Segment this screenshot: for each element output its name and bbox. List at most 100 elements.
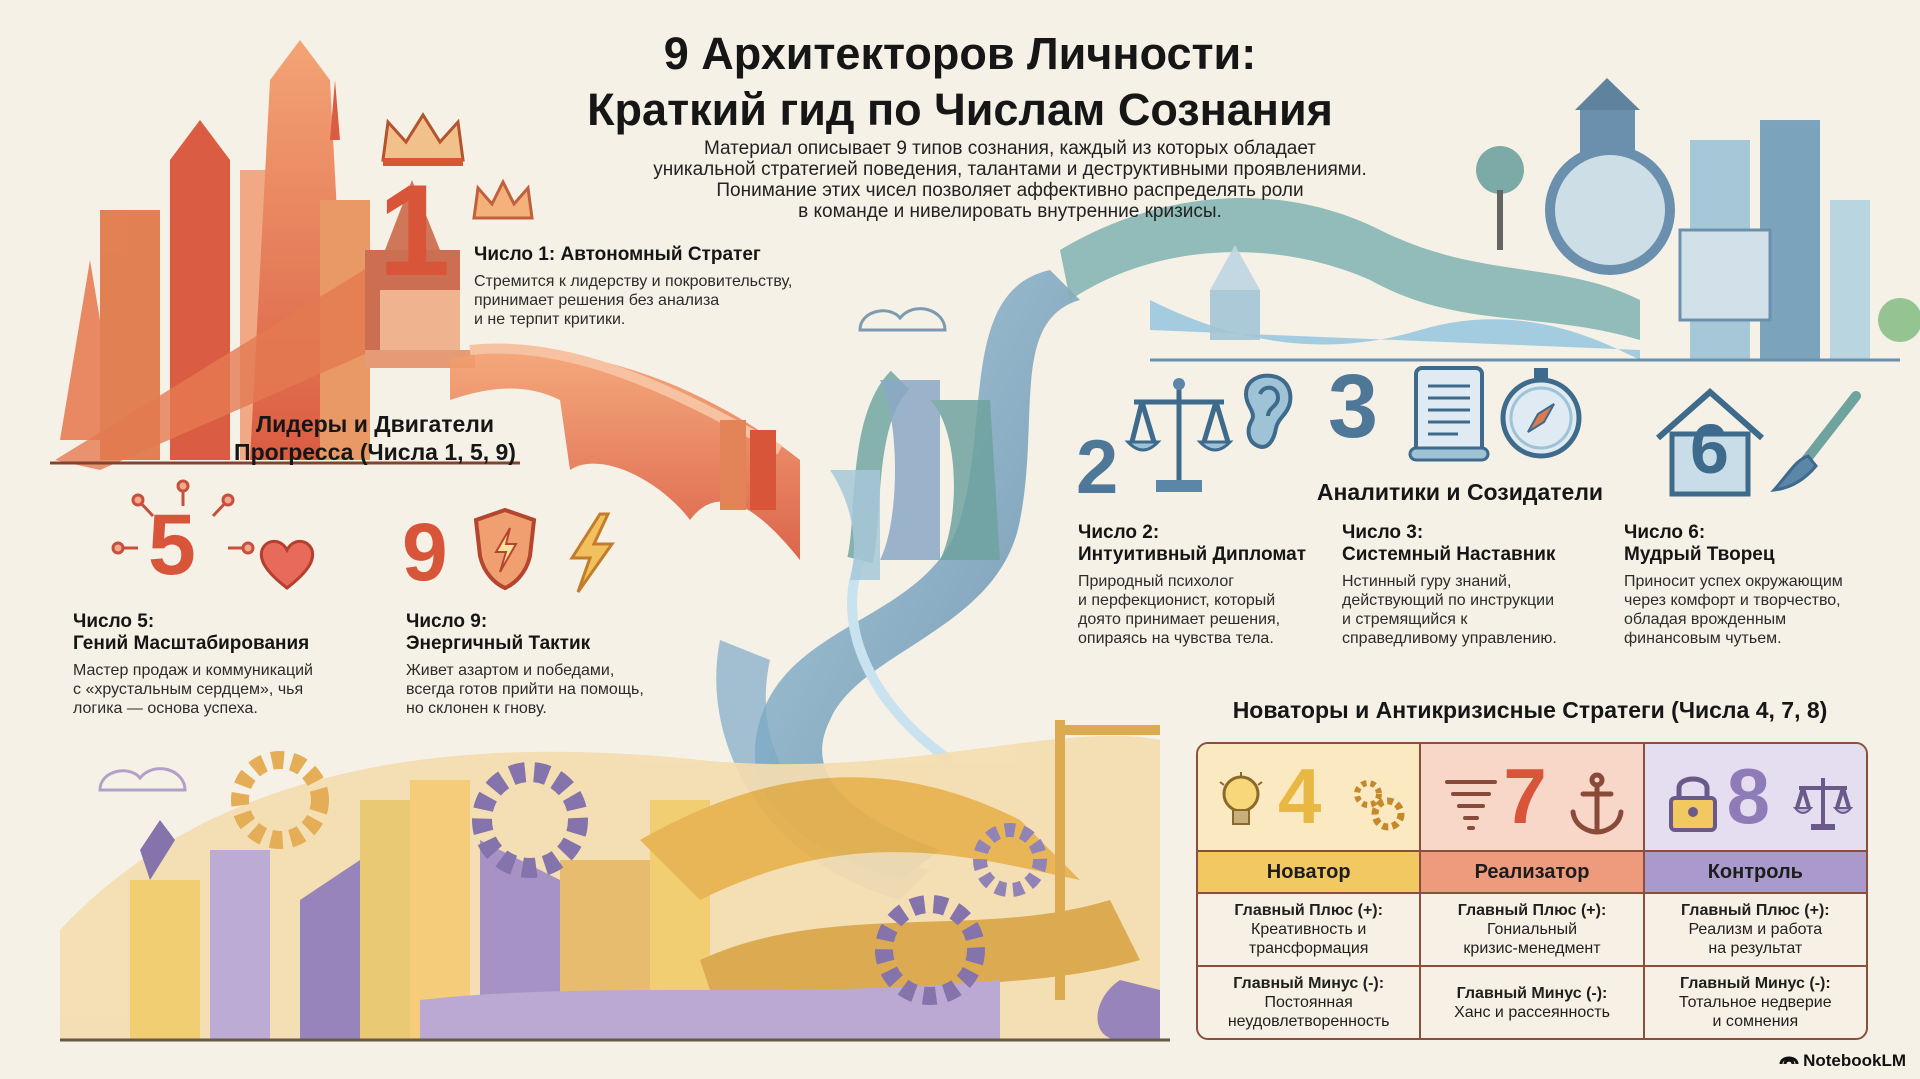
group-line: Лидеры и Двигатели [255,411,495,437]
intro-paragraph: Материал описывает 9 типов сознания, каж… [560,138,1460,222]
starburst-icon [108,478,258,603]
lightbulb-icon [1218,772,1264,839]
desc-line: действующий по инструкции [1342,592,1554,609]
number-9-heading: Число 9: [406,611,488,632]
anchor-icon [1567,772,1627,843]
desc-line: принимает решения без анализа [474,292,720,309]
crown-icon [470,178,536,233]
heart-icon [256,536,318,597]
desc-line: и не терпит критики. [474,311,626,328]
notebooklm-logo-icon [1779,1050,1799,1071]
number-3-card: Число 3: Системный Наставник Нстинный гу… [1342,522,1592,648]
intro-line: в команде и нивелировать внутренние криз… [798,201,1222,222]
number-2-title: Интуитивный Дипломат [1078,544,1307,565]
table-number-8: 8 [1726,752,1771,840]
compass-icon [1498,366,1584,465]
number-3-glyph: 3 [1328,357,1379,457]
group-analysts-heading: Аналитики и Созидатели [1316,479,1604,505]
desc-line: с «хрустальным сердцем», чья [73,681,304,698]
table-minus-cell: Главный Минус (-): Тотальное недверие и … [1644,965,1866,1038]
table-minus-cell: Главный Минус (-): Ханс и рассеянность [1421,965,1643,1038]
minus-text: и сомнения [1712,1013,1799,1030]
minus-text: неудовлетворенность [1227,1013,1390,1030]
desc-line: справедливому управлению. [1342,630,1557,647]
title-line-1: 9 Архитекторов Личности: [663,28,1257,79]
paintbrush-icon [1766,390,1862,505]
padlock-icon [1667,770,1719,839]
desc-line: и перфекционист, который [1078,592,1276,609]
number-9-glyph: 9 [402,507,448,598]
scroll-icon [1406,360,1496,471]
desc-line: Стремится к лидерству и покровительству, [474,273,793,290]
table-role-name: Новатор [1198,850,1420,894]
number-2-heading: Число 2: [1078,522,1160,543]
number-2-description: Природный психолог и перфекционист, кото… [1078,572,1338,648]
table-minus-cell: Главный Минус (-): Постоянная неудовлетв… [1198,965,1420,1038]
number-5-description: Мастер продаж и коммуникаций с «хрусталь… [73,661,373,718]
desc-line: Приносит успех окружающим [1624,573,1843,590]
lightning-icon [560,510,620,601]
plus-text: Креативность и [1251,921,1367,938]
innovators-table: 4 Новатор Главный Плюс (+): Креативность… [1196,742,1868,1040]
plus-text: Реализм и работа [1688,921,1823,938]
minus-label: Главный Минус (-): [1456,984,1608,1002]
plus-label: Главный Плюс (+): [1457,902,1607,919]
number-6-description: Приносит успех окружающим через комфорт … [1624,572,1894,648]
tornado-icon [1443,774,1499,837]
gear-icon [1348,774,1408,839]
minus-text: Ханс и рассеянность [1454,1003,1610,1021]
desc-line: логика — основа успеха. [73,700,258,717]
number-1-heading: Число 1: Автономный Стратег [474,244,761,265]
group-line: Прогресса (Числа 1, 5, 9) [234,439,516,465]
plus-label: Главный Плюс (+): [1234,902,1383,919]
desc-line: всегда готов прийти на помощь, [406,681,644,698]
number-2-card: Число 2: Интуитивный Дипломат Природный … [1078,522,1338,648]
bottom-industrial-scene [60,720,1170,1042]
orange-city-skyline [50,40,520,470]
desc-line: и стремящийся к [1342,611,1468,628]
number-3-heading: Число 3: [1342,522,1424,543]
number-9-description: Живет азартом и победами, всегда готов п… [406,661,696,718]
table-column-header: 8 [1644,744,1866,850]
number-5-glyph: 5 [148,497,196,593]
number-2-glyph: 2 [1076,425,1119,510]
orange-bridge [450,351,800,560]
desc-line: Мастер продаж и коммуникаций [73,662,313,679]
crown-icon [378,110,468,175]
table-plus-cell: Главный Плюс (+): Креативность и трансфо… [1198,894,1419,965]
plus-text: кризис-менедмент [1463,940,1601,957]
desc-line: опираясь на чувства тела. [1078,630,1274,647]
table-plus-cell: Главный Плюс (+): Гониальный кризис-мене… [1421,894,1642,965]
desc-line: но склонен к гнову. [406,700,547,717]
desc-line: доято принимает решения, [1078,611,1281,628]
group-innovators-heading: Новаторы и Антикризисные Стратеги (Числа… [1232,697,1828,723]
table-column-header: 7 [1421,744,1643,850]
minus-label: Главный Минус (-): [1233,975,1385,992]
desc-line: Нстинный гуру знаний, [1342,573,1512,590]
number-3-title: Системный Наставник [1342,544,1556,565]
minus-label: Главный Минус (-): [1679,975,1831,992]
house-icon [1650,384,1770,505]
desc-line: через комфорт и творчество, [1624,592,1841,609]
number-9-title: Энергичный Тактик [406,633,591,654]
plus-text: на результат [1708,940,1803,957]
cloud-decorations [98,307,947,792]
number-9-card: Число 9: Энергичный Тактик Живет азартом… [406,611,696,718]
table-column-8: 8 Контроль Главный Плюс (+): Реализм и р… [1644,744,1866,1038]
glass-towers [830,380,1000,580]
group-leaders-heading: Лидеры и Двигатели Прогресса (Числа 1, 5… [210,410,540,466]
scales-icon [1792,774,1853,839]
desc-line: обладая врожденным [1624,611,1787,628]
table-column-4: 4 Новатор Главный Плюс (+): Креативность… [1198,744,1422,1038]
title-line-2: Краткий гид по Числам Сознания [587,84,1333,135]
plus-label: Главный Плюс (+): [1681,902,1830,919]
table-plus-cell: Главный Плюс (+): Реализм и работа на ре… [1645,894,1866,965]
intro-line: уникальной стратегией поведения, таланта… [653,159,1367,180]
number-5-card: Число 5: Гений Масштабирования Мастер пр… [73,611,373,718]
notebooklm-badge[interactable]: NotebookLM [1779,1050,1906,1071]
desc-line: Живет азартом и победами, [406,662,615,679]
ear-icon [1238,372,1296,457]
scales-icon [1124,372,1234,507]
number-5-title: Гений Масштабирования [73,633,310,654]
